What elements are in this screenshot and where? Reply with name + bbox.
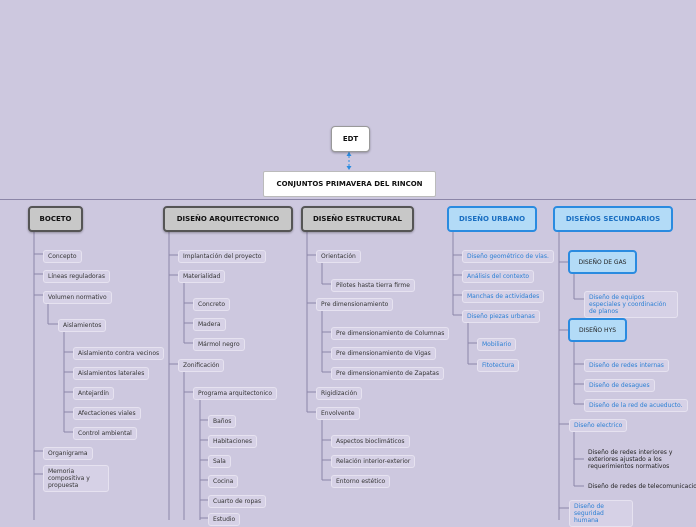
node-predim-vigas[interactable]: Pre dimensionamiento de Vigas xyxy=(331,347,436,360)
node-antejardin[interactable]: Antejardín xyxy=(73,387,114,400)
branch-urbano-label: DISEÑO URBANO xyxy=(458,215,526,223)
node-redes-internas[interactable]: Diseño de redes internas xyxy=(584,359,669,372)
node-zonificacion[interactable]: Zonificación xyxy=(178,359,225,372)
node-concepto[interactable]: Concepto xyxy=(43,250,82,263)
node-diseno-piezas-urbanas[interactable]: Diseño piezas urbanas xyxy=(462,310,540,323)
node-habitaciones[interactable]: Habitaciones xyxy=(208,435,257,448)
node-banos[interactable]: Baños xyxy=(208,415,237,428)
branch-estructural-label: DISEÑO ESTRUCTURAL xyxy=(312,215,403,223)
node-diseno-geometrico-vias[interactable]: Diseño geométrico de vías. xyxy=(462,250,554,263)
branch-arquitectonico-label: DISEÑO ARQUITECTONICO xyxy=(176,215,280,223)
branch-diseno-urbano[interactable]: DISEÑO URBANO xyxy=(447,206,537,232)
node-aislamientos[interactable]: Aislamientos xyxy=(58,319,107,332)
node-cocina[interactable]: Cocina xyxy=(208,475,239,488)
node-fitotectura[interactable]: Fitotectura xyxy=(477,359,520,372)
node-implantacion[interactable]: Implantación del proyecto xyxy=(178,250,267,263)
node-lineas-reguladoras[interactable]: Líneas reguladoras xyxy=(43,270,110,283)
node-aislamiento-contra-vecinos[interactable]: Aislamiento contra vecinos xyxy=(73,347,165,360)
main-topic-node[interactable]: CONJUNTOS PRIMAVERA DEL RINCON xyxy=(263,171,436,197)
node-red-acueducto[interactable]: Diseño de la red de acueducto. xyxy=(584,399,688,412)
branch-diseno-estructural[interactable]: DISEÑO ESTRUCTURAL xyxy=(301,206,414,232)
node-redes-telecomunicaciones[interactable]: Diseño de redes de telecomunicaciones xyxy=(588,483,696,490)
diseno-hys-label: DISEÑO HYS xyxy=(578,326,617,334)
node-predim-zapatas[interactable]: Pre dimensionamiento de Zapatas xyxy=(331,367,444,380)
diseno-gas-label: DISEÑO DE GAS xyxy=(578,258,627,266)
node-sala[interactable]: Sala xyxy=(208,455,231,468)
node-predim-columnas[interactable]: Pre dimensionamiento de Columnas xyxy=(331,327,450,340)
node-memoria-compositiva[interactable]: Memoria compositiva y propuesta xyxy=(43,465,109,492)
branch-boceto-label: BOCETO xyxy=(39,215,72,223)
main-topic-label: CONJUNTOS PRIMAVERA DEL RINCON xyxy=(276,180,423,188)
node-entorno-estetico[interactable]: Entorno estético xyxy=(331,475,391,488)
node-relacion-interior-exterior[interactable]: Relación interior-exterior xyxy=(331,455,416,468)
node-diseno-hys[interactable]: DISEÑO HYS xyxy=(568,318,627,342)
node-organigrama[interactable]: Organigrama xyxy=(43,447,93,460)
node-equipos-especiales[interactable]: Diseño de equipos especiales y coordinac… xyxy=(584,291,678,318)
node-redes-interiores-exteriores[interactable]: Diseño de redes interiores y exteriores … xyxy=(588,449,673,470)
node-materialidad[interactable]: Materialidad xyxy=(178,270,226,283)
branch-disenos-secundarios[interactable]: DISEÑOS SECUNDARIOS xyxy=(553,206,673,232)
node-concreto[interactable]: Concreto xyxy=(193,298,231,311)
root-label: EDT xyxy=(342,135,359,143)
node-marmol-negro[interactable]: Mármol negro xyxy=(193,338,245,351)
node-afectaciones-viales[interactable]: Afectaciones viales xyxy=(73,407,141,420)
node-diseno-de-gas[interactable]: DISEÑO DE GAS xyxy=(568,250,637,274)
node-orientacion[interactable]: Orientación xyxy=(316,250,361,263)
node-mobiliario[interactable]: Mobiliario xyxy=(477,338,517,351)
branch-boceto[interactable]: BOCETO xyxy=(28,206,83,232)
branch-secundarios-label: DISEÑOS SECUNDARIOS xyxy=(565,215,661,223)
node-aislamientos-laterales[interactable]: Aislamientos laterales xyxy=(73,367,150,380)
node-programa-arquitectonico[interactable]: Programa arquitectonico xyxy=(193,387,278,400)
node-analisis-contexto[interactable]: Análisis del contexto xyxy=(462,270,535,283)
node-pilotes[interactable]: Pilotes hasta tierra firme xyxy=(331,279,415,292)
node-aspectos-bioclimaticos[interactable]: Aspectos bioclimáticos xyxy=(331,435,410,448)
node-pre-dimensionamiento[interactable]: Pre dimensionamiento xyxy=(316,298,394,311)
node-control-ambiental[interactable]: Control ambiental xyxy=(73,427,137,440)
node-seguridad-humana[interactable]: Diseño de seguridad humana xyxy=(569,500,633,527)
branch-diseno-arquitectonico[interactable]: DISEÑO ARQUITECTONICO xyxy=(163,206,293,232)
node-madera[interactable]: Madera xyxy=(193,318,226,331)
node-desagues[interactable]: Diseño de desagues xyxy=(584,379,655,392)
root-node[interactable]: EDT xyxy=(331,126,370,152)
node-diseno-electrico[interactable]: Diseño electrico xyxy=(569,419,628,432)
node-volumen-normativo[interactable]: Volumen normativo xyxy=(43,291,112,304)
node-cuarto-de-ropas[interactable]: Cuarto de ropas xyxy=(208,495,267,508)
node-envolvente[interactable]: Envolvente xyxy=(316,407,360,420)
node-manchas-actividades[interactable]: Manchas de actividades xyxy=(462,290,545,303)
node-rigidizacion[interactable]: Rigidización xyxy=(316,387,363,400)
